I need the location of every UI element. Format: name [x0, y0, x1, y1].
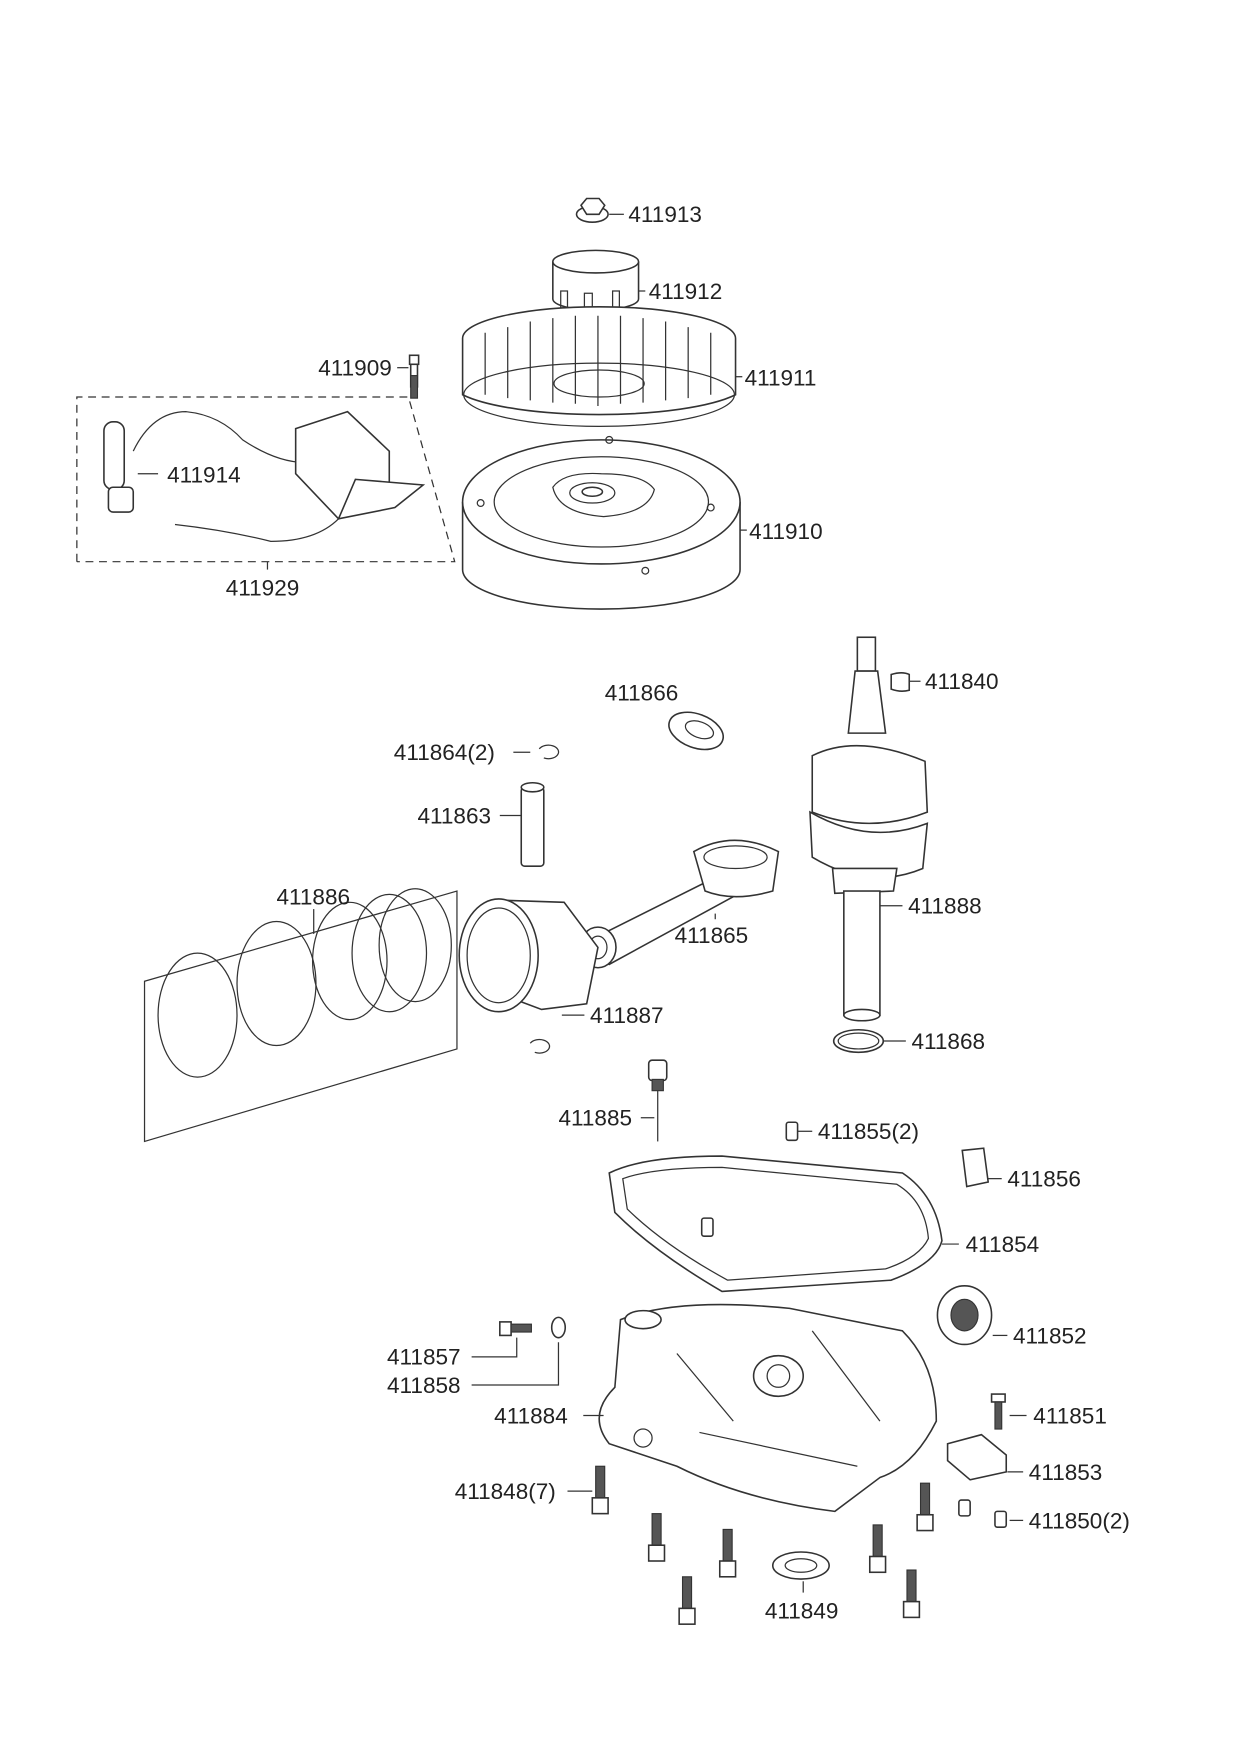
governor-part[interactable] — [961, 1147, 1002, 1188]
piston-pin-clip-part[interactable] — [513, 744, 560, 760]
part-label-411888: 411888 — [908, 894, 982, 919]
part-label-411851: 411851 — [1033, 1403, 1107, 1428]
governor-gear-part[interactable] — [936, 1285, 1008, 1346]
piston-part[interactable] — [458, 898, 599, 1054]
ball-bearing-part[interactable] — [664, 705, 729, 756]
part-label-411887: 411887 — [590, 1003, 664, 1028]
gasket-part[interactable] — [608, 1155, 959, 1293]
o-ring-part[interactable] — [832, 1028, 906, 1054]
part-label-411850: 411850(2) — [1029, 1508, 1130, 1533]
crankcase-bolts-part[interactable] — [567, 1465, 934, 1625]
cooling-fan-part[interactable] — [461, 306, 743, 427]
ignition-coil-assembly[interactable] — [76, 396, 456, 570]
part-label-411866: 411866 — [605, 680, 679, 705]
flange-nut-part[interactable] — [575, 197, 624, 223]
part-label-411910: 411910 — [749, 519, 823, 544]
part-label-411863: 411863 — [417, 803, 491, 828]
part-label-411913: 411913 — [628, 202, 702, 227]
part-label-411865: 411865 — [675, 923, 749, 948]
part-label-411853: 411853 — [1029, 1460, 1103, 1485]
part-label-411855: 411855(2) — [818, 1119, 919, 1144]
part-label-411852: 411852 — [1013, 1323, 1087, 1348]
dipstick-part[interactable] — [640, 1059, 668, 1142]
crankshaft-part[interactable] — [809, 636, 929, 1022]
dowel-pin-part[interactable] — [785, 1121, 813, 1142]
crankcase-cover-part[interactable] — [583, 1303, 938, 1513]
bracket-part[interactable] — [946, 1433, 1024, 1481]
part-label-411848: 411848(7) — [455, 1479, 556, 1504]
piston-ring-set-part[interactable] — [143, 888, 458, 1143]
part-label-411911: 411911 — [745, 366, 817, 391]
part-label-411857: 411857 — [387, 1345, 461, 1370]
part-label-411912: 411912 — [649, 279, 723, 304]
part-label-411884: 411884 — [494, 1403, 568, 1428]
drain-bolt-part[interactable] — [471, 1321, 532, 1358]
part-label-411886: 411886 — [276, 885, 350, 910]
part-label-411856: 411856 — [1007, 1167, 1081, 1192]
part-label-411854: 411854 — [966, 1232, 1040, 1257]
bolt-part[interactable] — [397, 354, 420, 399]
part-label-411864: 411864(2) — [394, 740, 495, 765]
flywheel-part[interactable] — [461, 435, 747, 610]
part-label-411885: 411885 — [558, 1106, 632, 1131]
connecting-rod-part[interactable] — [579, 839, 780, 969]
part-label-411858: 411858 — [387, 1373, 461, 1398]
screw-part[interactable] — [990, 1393, 1027, 1430]
washer-part[interactable] — [471, 1316, 567, 1386]
part-label-411909: 411909 — [318, 356, 392, 381]
flywheel-key-part[interactable] — [890, 671, 921, 692]
part-label-411849: 411849 — [765, 1599, 839, 1624]
starter-cup-part[interactable] — [552, 249, 646, 312]
part-label-411929: 411929 — [226, 576, 300, 601]
part-label-411840: 411840 — [925, 669, 999, 694]
dowel-pin-pair-part[interactable] — [958, 1499, 1024, 1528]
oil-seal-part[interactable] — [771, 1551, 830, 1593]
part-label-411914: 411914 — [167, 463, 241, 488]
piston-pin-part[interactable] — [499, 781, 545, 868]
part-label-411868: 411868 — [911, 1029, 985, 1054]
